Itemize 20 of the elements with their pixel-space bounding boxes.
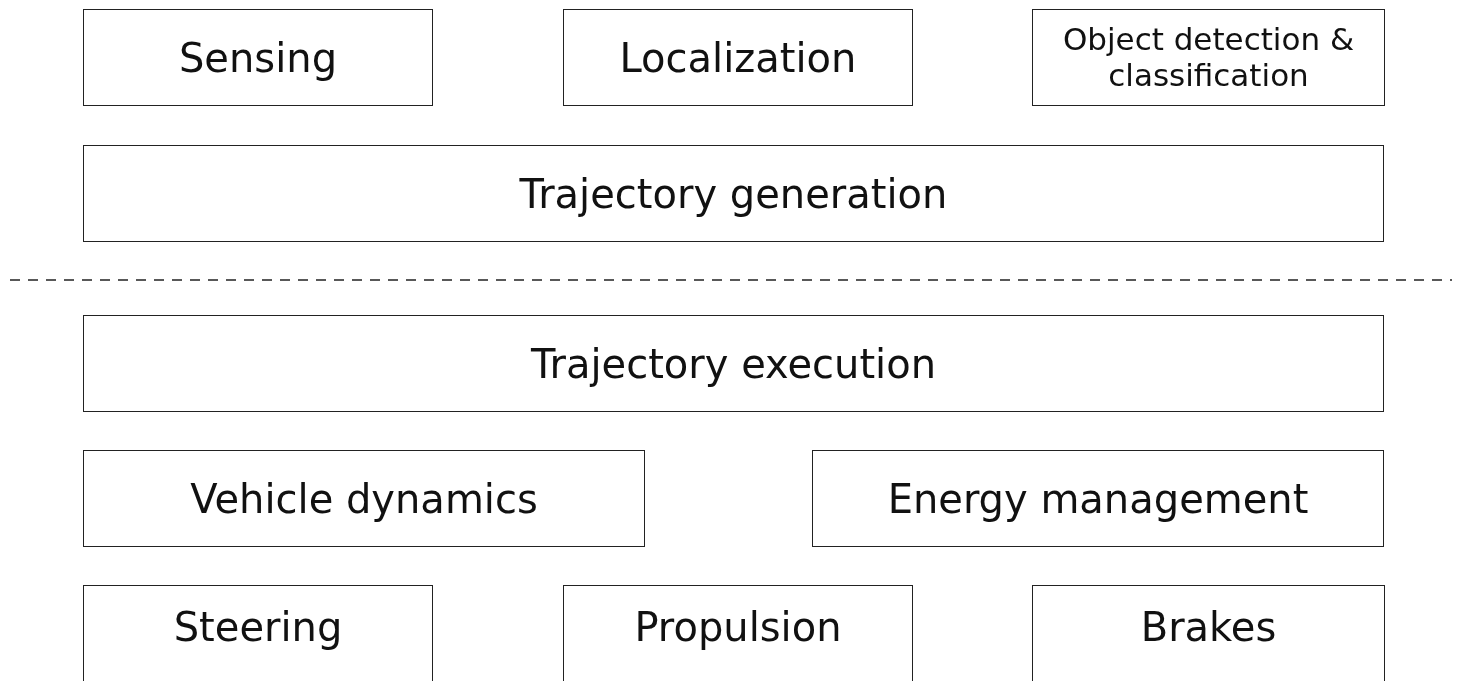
box-label: Sensing xyxy=(178,34,337,81)
box-label: Vehicle dynamics xyxy=(190,475,538,522)
box-label: Brakes xyxy=(1140,604,1277,650)
process-box xyxy=(563,585,913,681)
process-box xyxy=(1032,9,1385,106)
process-box xyxy=(83,315,1384,412)
process-box xyxy=(83,145,1384,242)
process-box xyxy=(83,9,433,106)
box-label: Steering xyxy=(173,604,343,650)
box-label: Object detection & classification xyxy=(1061,21,1356,94)
process-box xyxy=(812,450,1384,547)
box-label: Trajectory execution xyxy=(530,340,937,387)
box-label: Localization xyxy=(619,34,857,81)
box-label: Energy management xyxy=(887,475,1309,522)
process-box xyxy=(83,585,433,681)
process-box xyxy=(83,450,645,547)
process-box xyxy=(1032,585,1385,681)
process-box xyxy=(563,9,913,106)
box-label: Trajectory generation xyxy=(519,170,948,217)
box-label: Propulsion xyxy=(634,604,842,650)
